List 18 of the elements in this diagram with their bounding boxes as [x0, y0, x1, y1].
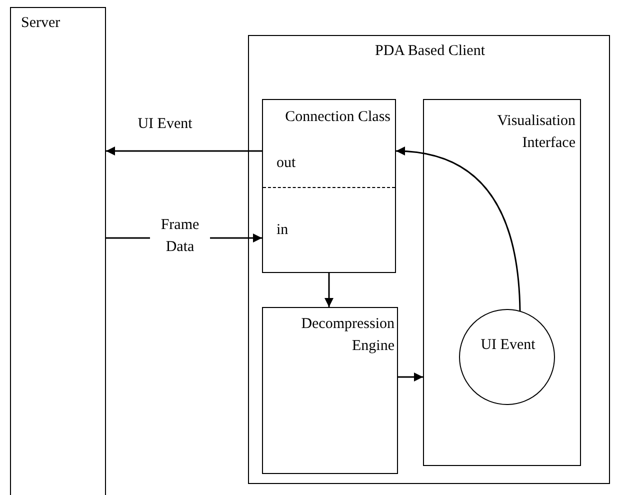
node-label: Visualisation Interface	[496, 112, 576, 152]
port-label: in	[276, 220, 290, 240]
component-box	[262, 306, 398, 474]
arrow	[396, 147, 521, 312]
node-label: PDA Based Client	[374, 42, 486, 61]
port-label: out	[276, 154, 297, 172]
arrow	[106, 146, 262, 156]
node-label: Connection Class	[284, 108, 390, 126]
component-box	[422, 98, 580, 466]
arrow	[398, 372, 423, 382]
component-box	[262, 98, 396, 272]
node-label: Decompression Engine	[300, 314, 394, 356]
event-ellipse	[459, 309, 555, 405]
node-label: UI Event	[480, 336, 536, 355]
server-box	[10, 7, 106, 495]
arrow	[324, 273, 334, 307]
node-label: Server	[21, 14, 62, 33]
client-box	[248, 35, 610, 484]
